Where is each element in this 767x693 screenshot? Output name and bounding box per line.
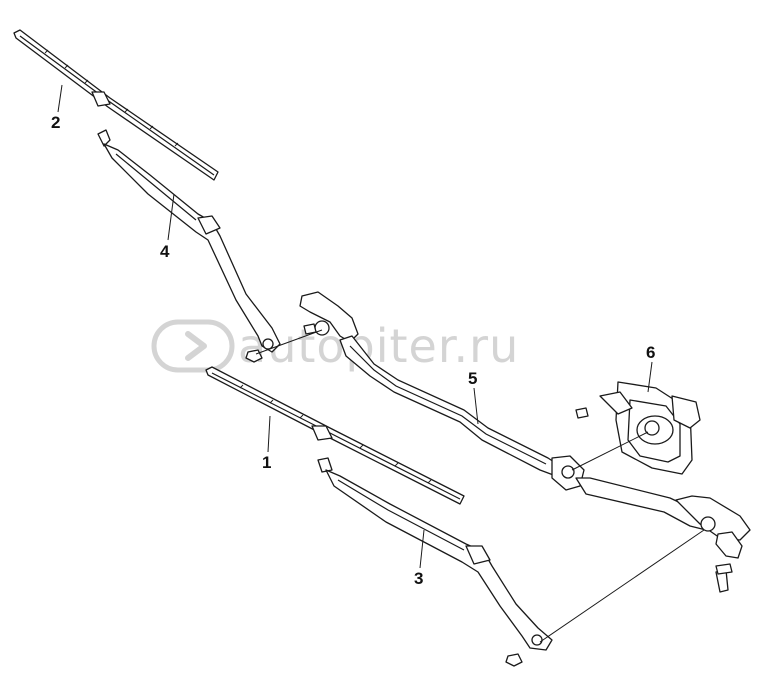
callout-2: 2 — [51, 113, 60, 132]
callout-5: 5 — [468, 369, 477, 388]
watermark-text: autopiter.ru — [238, 319, 519, 373]
callout-1: 1 — [262, 453, 271, 472]
callout-3: 3 — [414, 569, 423, 588]
wiper-linkage — [299, 291, 751, 593]
watermark: autopiter.ru — [151, 319, 519, 373]
wiper-blade-upper — [13, 29, 219, 181]
leader-lines — [57, 84, 705, 643]
arrow-in-circle-icon — [151, 319, 235, 373]
wiper-arm-upper — [97, 129, 281, 363]
wiper-arm-lower — [317, 457, 553, 667]
callout-labels: 2 4 1 3 5 6 — [51, 113, 655, 588]
callout-4: 4 — [160, 242, 170, 261]
wiper-blade-lower — [205, 366, 465, 505]
callout-6: 6 — [646, 343, 655, 362]
wiper-motor — [575, 381, 701, 475]
